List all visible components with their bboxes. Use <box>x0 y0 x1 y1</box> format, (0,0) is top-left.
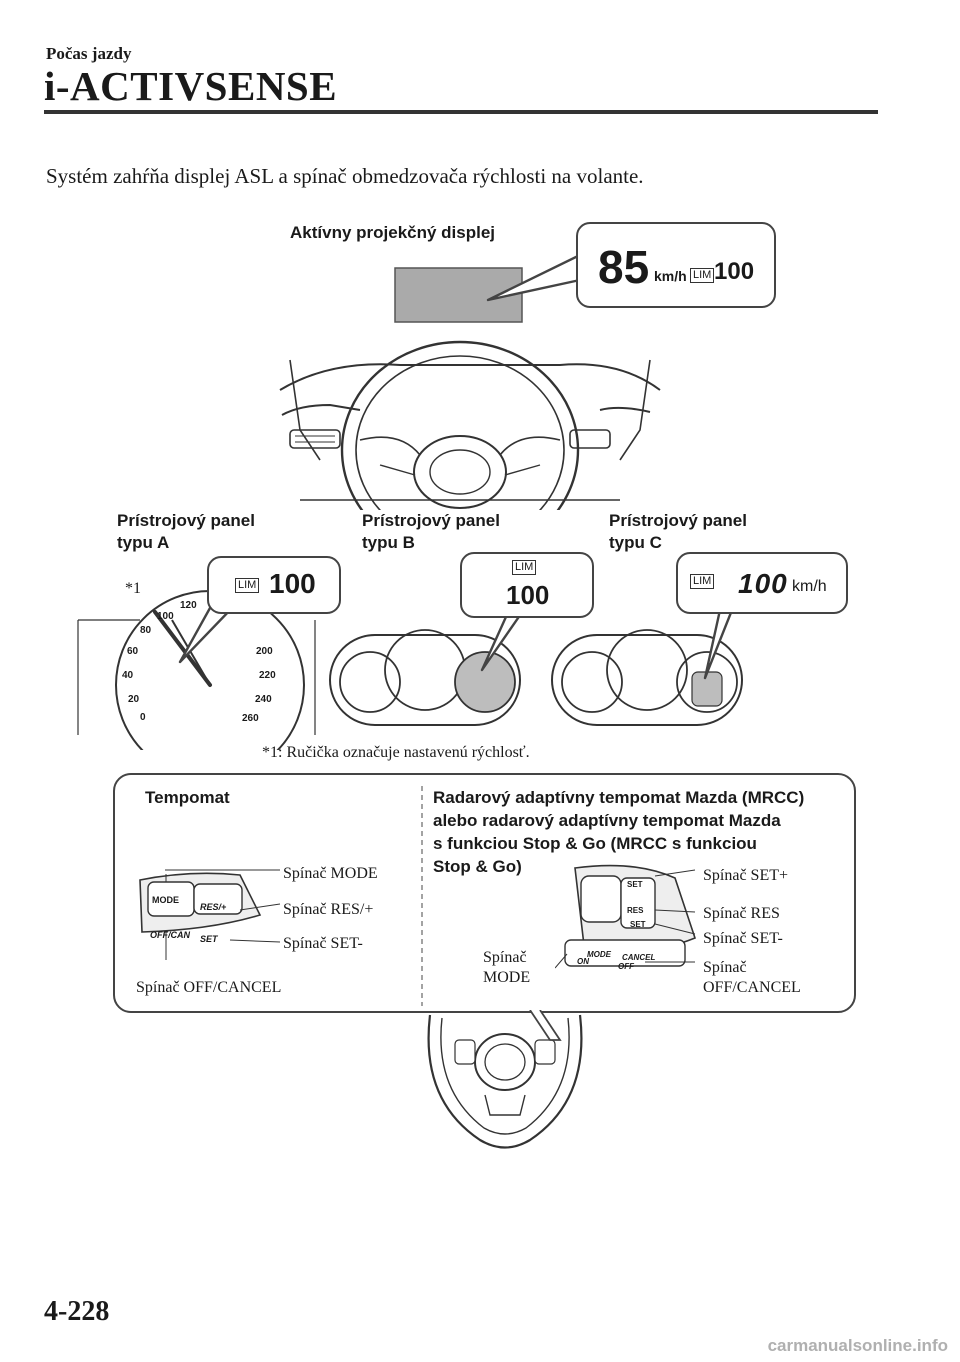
instrument-clusters <box>329 606 743 726</box>
gauge-marker: *1 <box>125 580 141 597</box>
gauge-tick: 240 <box>255 694 272 705</box>
set-speed-needle <box>171 619 211 686</box>
panel-label-type-c: Prístrojový panel typu C <box>609 511 747 552</box>
mrcc-button-res[interactable]: RES <box>627 906 644 915</box>
panel-c-unit: km/h <box>792 578 827 595</box>
steering-wheel <box>340 340 580 510</box>
gauge-tick: 120 <box>180 600 197 611</box>
mrcc-button-set-plus[interactable]: SET <box>627 880 643 889</box>
mrcc-button-cancel[interactable]: CANCEL <box>622 953 656 962</box>
cruise-label-res: Spínač RES/+ <box>283 901 374 918</box>
mrcc-button-on[interactable]: ON <box>577 957 589 966</box>
panel-label-type-a: Prístrojový panel typu A <box>117 511 255 552</box>
panel-a-callout: LIM 100 <box>207 556 341 614</box>
gauge-tick: 20 <box>128 694 140 705</box>
cruise-label-mode: Spínač MODE <box>283 865 378 882</box>
hud-label: Aktívny projekčný displej <box>290 223 496 242</box>
mrcc-button-set-minus[interactable]: SET <box>630 920 646 929</box>
dashboard-illustration <box>279 253 661 510</box>
header-rule <box>44 110 878 114</box>
panel-label-type-b: Prístrojový panel typu B <box>362 511 500 552</box>
hud-lim-badge: LIM <box>690 268 715 283</box>
mrcc-label-set-minus: Spínač SET- <box>703 930 783 947</box>
cruise-title: Tempomat <box>145 788 230 807</box>
page-number: 4-228 <box>44 1296 110 1327</box>
gauge-tick: 260 <box>242 713 259 724</box>
section-title: i-ACTIVSENSE <box>44 63 338 109</box>
intro-text: Systém zahŕňa displej ASL a spínač obmed… <box>46 164 644 188</box>
gauge-needle <box>153 610 212 687</box>
mrcc-label-off: Spínač OFF/CANCEL <box>703 959 801 996</box>
panel-c-callout: LIM 100 km/h <box>676 552 848 614</box>
panel-c-lim-badge: LIM <box>690 574 715 589</box>
cruise-switch-illustration <box>139 872 262 960</box>
mrcc-label-mode: Spínač MODE <box>483 949 531 986</box>
gauge-tick: 220 <box>259 670 276 681</box>
steering-wheel-bottom <box>427 1010 583 1149</box>
gauge-tick: 200 <box>256 646 273 657</box>
hud-speed: 85 <box>598 241 650 293</box>
mrcc-title: Radarový adaptívny tempomat Mazda (MRCC)… <box>433 788 805 876</box>
panel-c-limit: 100 <box>738 568 788 599</box>
mrcc-button-off[interactable]: OFF <box>618 962 634 971</box>
panel-b-limit: 100 <box>506 580 550 610</box>
footnote: *1: Ručička označuje nastavenú rýchlosť. <box>262 744 530 761</box>
hud-speed-limit: 100 <box>714 258 755 285</box>
cruise-button-off[interactable]: OFF/CAN <box>150 930 190 940</box>
cruise-button-res[interactable]: RES/+ <box>200 902 227 912</box>
mrcc-button-mode[interactable]: MODE <box>587 950 611 959</box>
mrcc-label-res: Spínač RES <box>703 905 780 922</box>
cruise-button-mode[interactable]: MODE <box>152 895 179 905</box>
panel-b-lim-badge: LIM <box>512 560 537 575</box>
gauge-tick: 100 <box>157 611 174 622</box>
cruise-label-off: Spínač OFF/CANCEL <box>136 979 282 996</box>
gauge-tick: 0 <box>140 712 146 723</box>
mrcc-switch-illustration <box>555 864 696 969</box>
mrcc-label-set-plus: Spínač SET+ <box>703 867 789 884</box>
section-label: Počas jazdy <box>46 44 132 63</box>
cruise-button-set[interactable]: SET <box>200 934 218 944</box>
panel-a-lim-badge: LIM <box>235 578 260 593</box>
gauge-tick: 40 <box>122 670 134 681</box>
panel-a-limit: 100 <box>269 568 316 599</box>
hud-callout: 85 km/h LIM 100 <box>576 222 776 308</box>
cruise-label-set: Spínač SET- <box>283 935 363 952</box>
panel-b-callout: LIM 100 <box>460 552 594 618</box>
gauge-tick: 80 <box>140 625 152 636</box>
watermark: carmanualsonline.info <box>767 1336 948 1355</box>
gauge-tick: 60 <box>127 646 139 657</box>
hud-speed-unit: km/h <box>654 268 687 284</box>
